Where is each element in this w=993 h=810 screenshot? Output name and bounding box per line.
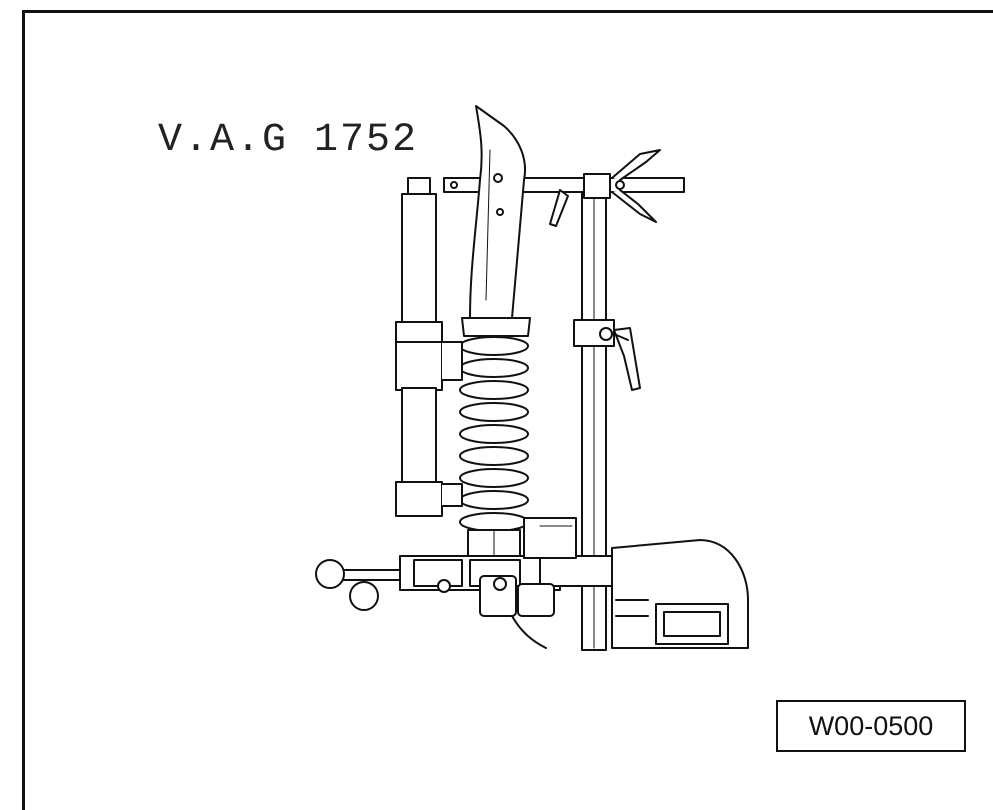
figure-id-text: W00-0500: [808, 710, 934, 741]
coil-spring: [460, 337, 528, 531]
base-slide: [316, 518, 660, 610]
pole-clamp-lever: [600, 328, 640, 390]
machine-housing: [612, 540, 748, 648]
lower-spring-plate: [468, 530, 520, 556]
tool-designation-label: V.A.G 1752: [158, 118, 419, 163]
spring-compressor-illustration: [0, 0, 993, 788]
hydraulic-cylinder: [396, 178, 462, 516]
lower-clamp: [480, 576, 554, 648]
upper-spring-support: [462, 106, 530, 336]
figure-id-box: W00-0500: [776, 700, 966, 752]
